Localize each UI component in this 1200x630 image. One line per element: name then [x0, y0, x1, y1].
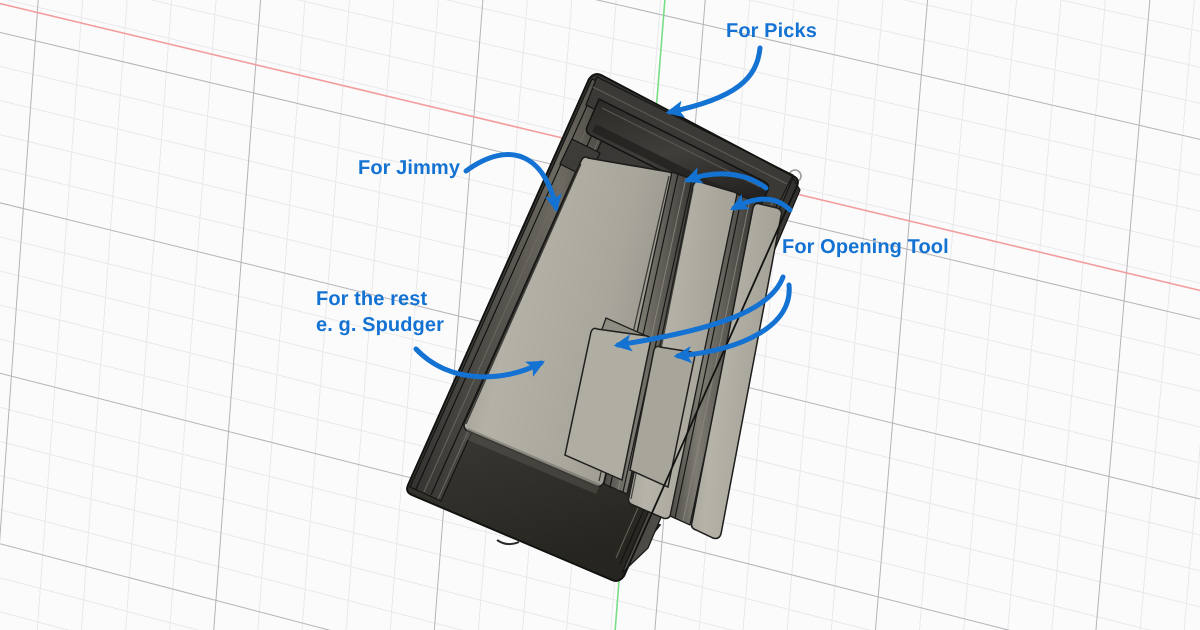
- annotation-label-rest-line-2: e. g. Spudger: [316, 314, 444, 336]
- arrow-opening-tool-d: [673, 282, 792, 364]
- arrow-picks: [665, 45, 763, 118]
- tray-outline: [406, 73, 799, 582]
- ridge-2-line-a: [674, 195, 743, 519]
- annotation-arrows: [413, 45, 793, 380]
- arrow-opening-tool-c: [613, 274, 786, 352]
- arrow-rest: [413, 346, 545, 380]
- tool-tray-model[interactable]: [406, 73, 801, 582]
- arrow-opening-tool-a: [683, 167, 769, 191]
- jimmy-slot-rim-left: [465, 163, 582, 425]
- tray-inner-bottom-shade: [463, 428, 600, 494]
- tray-top-rim-edge: [592, 86, 788, 185]
- arrow-jimmy: [463, 152, 562, 213]
- annotation-label-picks: For Picks: [726, 20, 817, 42]
- annotation-label-rest: For the rest e. g. Spudger: [316, 286, 444, 338]
- ridge-2-line-b: [682, 198, 751, 522]
- opening-tool-slot-2[interactable]: [690, 202, 783, 540]
- annotation-label-jimmy: For Jimmy: [358, 157, 461, 179]
- annotation-label-opening-tool: For Opening Tool: [782, 236, 949, 258]
- tray-front-foot-notch: [496, 539, 520, 546]
- arrow-opening-tool-b: [730, 194, 793, 213]
- annotation-label-rest-line-1: For the rest: [316, 288, 428, 310]
